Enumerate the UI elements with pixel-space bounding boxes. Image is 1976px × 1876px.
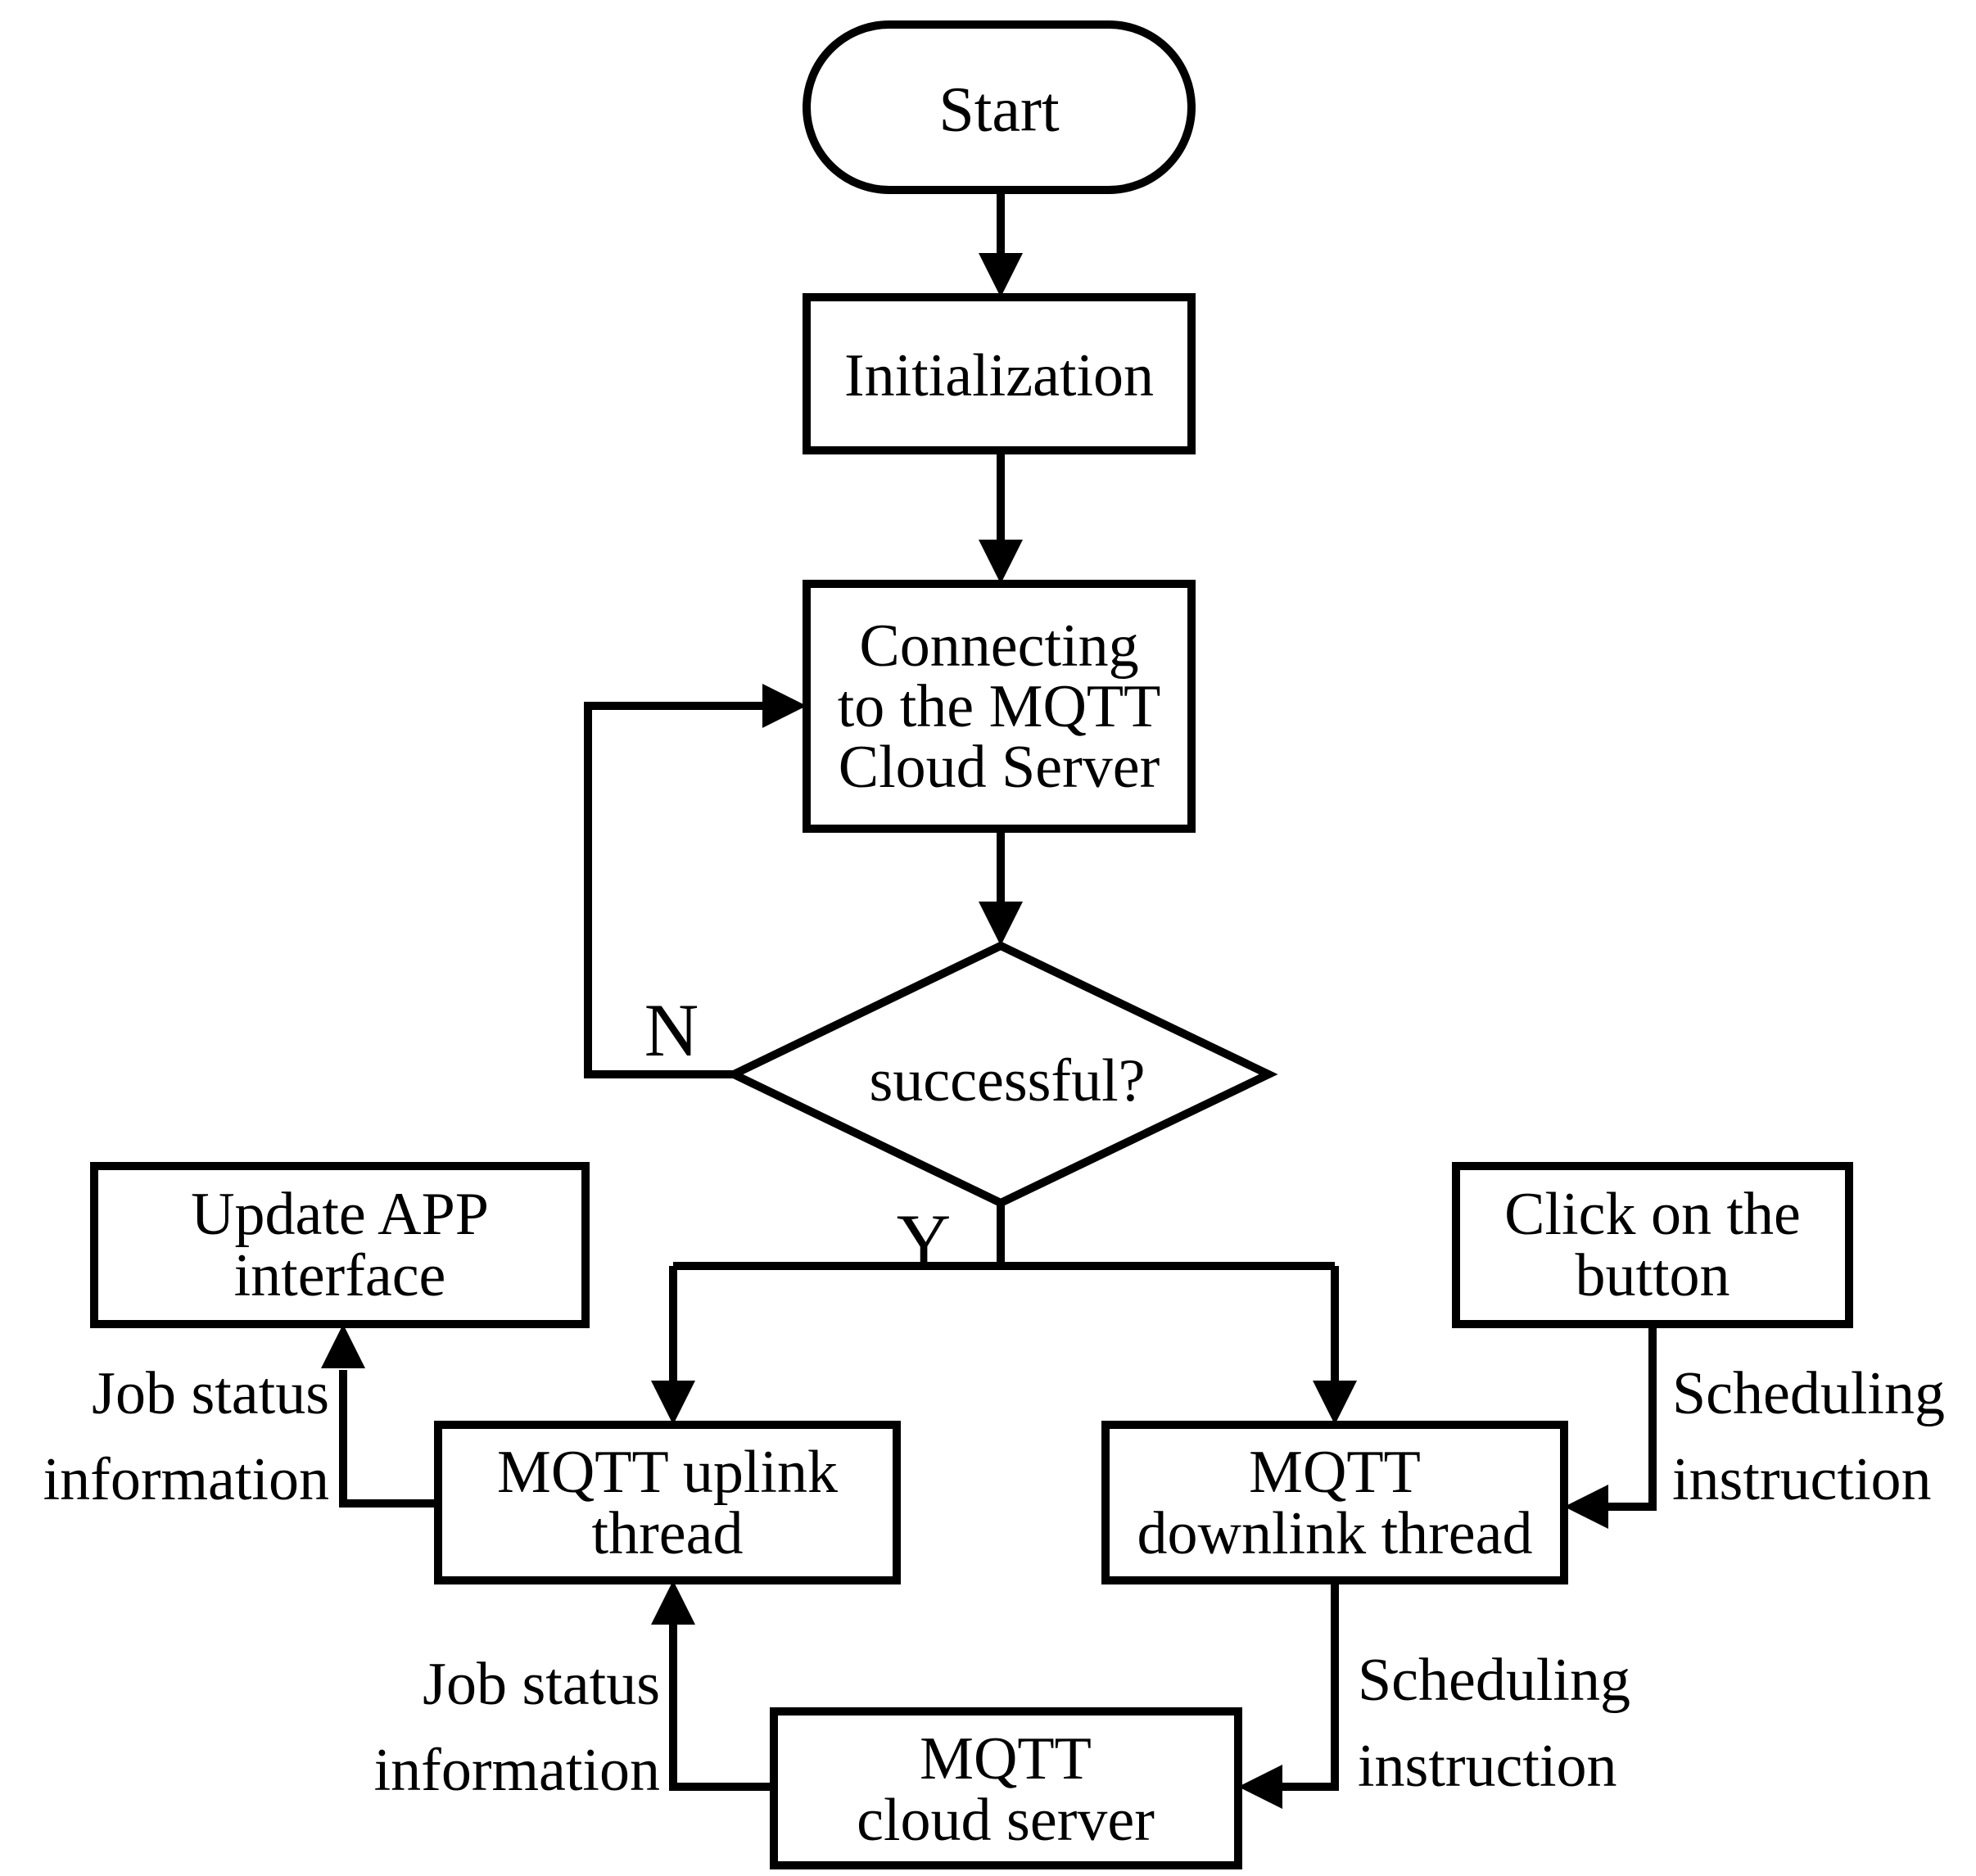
edge-uplink-updateapp-line bbox=[339, 1370, 438, 1508]
node-downlink: MQTT downlink thread bbox=[1101, 1421, 1568, 1584]
branch-label-yes: Y bbox=[897, 1199, 951, 1282]
edge-retry-loop-arrowhead bbox=[762, 684, 807, 728]
cloud-to-uplink-label-line1: Job status bbox=[423, 1651, 660, 1718]
node-connecting: Connecting to the MQTT Cloud Server bbox=[803, 580, 1196, 833]
node-decision: successful? bbox=[724, 941, 1278, 1208]
node-cloud-server: MQTT cloud server bbox=[770, 1707, 1242, 1869]
node-initialization: Initialization bbox=[803, 293, 1196, 454]
cloud-to-uplink-label-line2: information bbox=[374, 1737, 660, 1804]
decision-label: successful? bbox=[870, 1047, 1146, 1114]
edge-start-initialization bbox=[979, 190, 1023, 297]
uplink-to-update-label-line2: information bbox=[43, 1446, 329, 1513]
start-label: Start bbox=[938, 74, 1060, 145]
edge-cloud-uplink bbox=[651, 1580, 774, 1791]
cloud-server-box bbox=[770, 1707, 1242, 1869]
initialization-box bbox=[803, 293, 1196, 454]
downlink-box bbox=[1101, 1421, 1568, 1584]
edge-retry-loop-line bbox=[584, 702, 764, 1078]
click-to-downlink-label-line2: instruction bbox=[1672, 1446, 1932, 1513]
edge-retry-loop bbox=[584, 684, 807, 1078]
update-app-label-line1: Update APP bbox=[191, 1181, 489, 1248]
edge-click-downlink-arrowhead bbox=[1564, 1485, 1608, 1529]
edge-uplink-updateapp bbox=[321, 1324, 438, 1508]
edge-downlink-cloud-arrowhead bbox=[1238, 1765, 1282, 1809]
node-uplink: MQTT uplink thread bbox=[434, 1421, 901, 1584]
edge-cloud-uplink-line bbox=[669, 1625, 774, 1791]
edge-connecting-decision bbox=[979, 829, 1023, 946]
edge-downlink-cloud-line bbox=[1281, 1580, 1339, 1791]
click-button-label-line1: Click on the bbox=[1504, 1181, 1801, 1248]
downlink-to-cloud-label-line2: instruction bbox=[1358, 1733, 1617, 1800]
edge-yes-split bbox=[651, 1203, 1357, 1425]
uplink-box bbox=[434, 1421, 901, 1584]
edge-uplink-updateapp-arrowhead bbox=[321, 1324, 365, 1368]
connecting-label-line2: to the MQTT bbox=[838, 673, 1161, 740]
edge-label-uplink-to-update: Job status information bbox=[43, 1360, 329, 1513]
downlink-label-line1: MQTT bbox=[1249, 1439, 1421, 1506]
click-button-label-line2: button bbox=[1575, 1242, 1730, 1309]
click-button-box bbox=[1452, 1162, 1853, 1328]
edge-click-downlink-line bbox=[1607, 1324, 1657, 1511]
node-click-button: Click on the button bbox=[1452, 1162, 1853, 1328]
edge-split-uplink-arrowhead bbox=[651, 1381, 695, 1425]
edge-split-downlink-arrowhead bbox=[1313, 1381, 1357, 1425]
edge-start-initialization-arrowhead bbox=[979, 253, 1023, 297]
decision-diamond bbox=[724, 941, 1278, 1208]
edge-connecting-decision-arrowhead bbox=[979, 902, 1023, 946]
edge-label-cloud-to-uplink: Job status information bbox=[374, 1651, 660, 1804]
edge-click-downlink bbox=[1564, 1324, 1657, 1529]
uplink-label-line2: thread bbox=[592, 1500, 744, 1567]
uplink-to-update-label-line1: Job status bbox=[92, 1360, 329, 1427]
connecting-label-line1: Connecting bbox=[859, 613, 1138, 680]
update-app-box bbox=[90, 1162, 590, 1328]
edge-label-downlink-to-cloud: Scheduling instruction bbox=[1358, 1647, 1630, 1800]
uplink-label-line1: MQTT uplink bbox=[497, 1439, 838, 1506]
branch-label-no: N bbox=[644, 988, 699, 1072]
connecting-label-line3: Cloud Server bbox=[839, 734, 1160, 801]
cloud-server-label-line2: cloud server bbox=[857, 1787, 1155, 1854]
node-start: Start bbox=[803, 20, 1196, 194]
node-update-app: Update APP interface bbox=[90, 1162, 590, 1328]
downlink-label-line2: downlink thread bbox=[1137, 1500, 1533, 1567]
click-to-downlink-label-line1: Scheduling bbox=[1672, 1360, 1945, 1427]
edge-initialization-connecting-arrowhead bbox=[979, 540, 1023, 584]
edge-label-click-to-downlink: Scheduling instruction bbox=[1672, 1360, 1945, 1513]
edge-cloud-uplink-arrowhead bbox=[651, 1580, 695, 1625]
cloud-server-label-line1: MQTT bbox=[920, 1725, 1092, 1792]
connecting-box bbox=[803, 580, 1196, 833]
edge-initialization-connecting bbox=[979, 450, 1023, 584]
update-app-label-line2: interface bbox=[234, 1242, 446, 1309]
downlink-to-cloud-label-line1: Scheduling bbox=[1358, 1647, 1630, 1714]
start-terminator bbox=[803, 20, 1196, 194]
initialization-label: Initialization bbox=[844, 342, 1154, 409]
edge-downlink-cloud bbox=[1238, 1580, 1339, 1809]
